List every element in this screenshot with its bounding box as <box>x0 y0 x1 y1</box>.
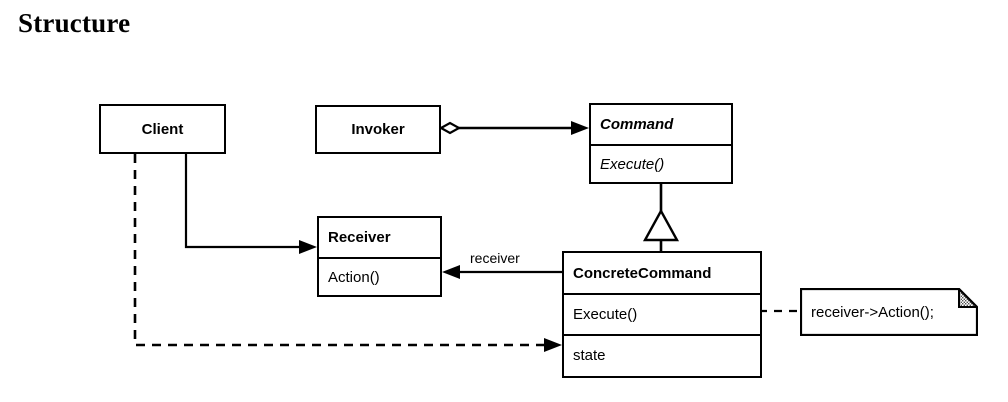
note-box[interactable]: receiver->Action(); <box>800 288 978 336</box>
class-name-client: Client <box>141 120 184 138</box>
arrowhead-icon <box>442 265 460 279</box>
page-title: Structure <box>18 8 131 38</box>
arrowhead-icon <box>571 121 589 135</box>
note-text: receiver->Action(); <box>811 303 934 321</box>
note-shape <box>800 288 978 336</box>
class-box-invoker[interactable]: Invoker <box>315 105 441 154</box>
class-box-concretecommand[interactable]: ConcreteCommand Execute() state <box>562 251 762 378</box>
class-operation-receiver-action: Action() <box>319 257 440 295</box>
class-name-command: Command <box>600 116 674 133</box>
edge-concretecommand-receiver <box>442 265 562 279</box>
edge-concretecommand-command <box>642 184 680 251</box>
class-operation-command-execute: Execute() <box>591 144 731 182</box>
arrowhead-icon <box>544 338 562 352</box>
class-attribute-concretecommand-state: state <box>564 334 760 374</box>
edge-label-receiver: receiver <box>470 250 520 266</box>
aggregation-diamond-icon <box>438 121 462 135</box>
class-operation-concretecommand-execute: Execute() <box>564 293 760 334</box>
arrowhead-icon <box>299 240 317 254</box>
edge-invoker-command <box>438 121 589 135</box>
edge-client-receiver <box>184 154 317 254</box>
class-name-invoker: Invoker <box>351 121 405 138</box>
edge-client-concretecommand <box>133 154 562 352</box>
class-box-client[interactable]: Client <box>99 104 226 154</box>
class-name-receiver: Receiver <box>328 229 391 246</box>
generalization-triangle-icon <box>642 208 680 242</box>
class-box-receiver[interactable]: Receiver Action() <box>317 216 442 297</box>
class-box-command[interactable]: Command Execute() <box>589 103 733 184</box>
class-name-concretecommand: ConcreteCommand <box>573 264 712 282</box>
